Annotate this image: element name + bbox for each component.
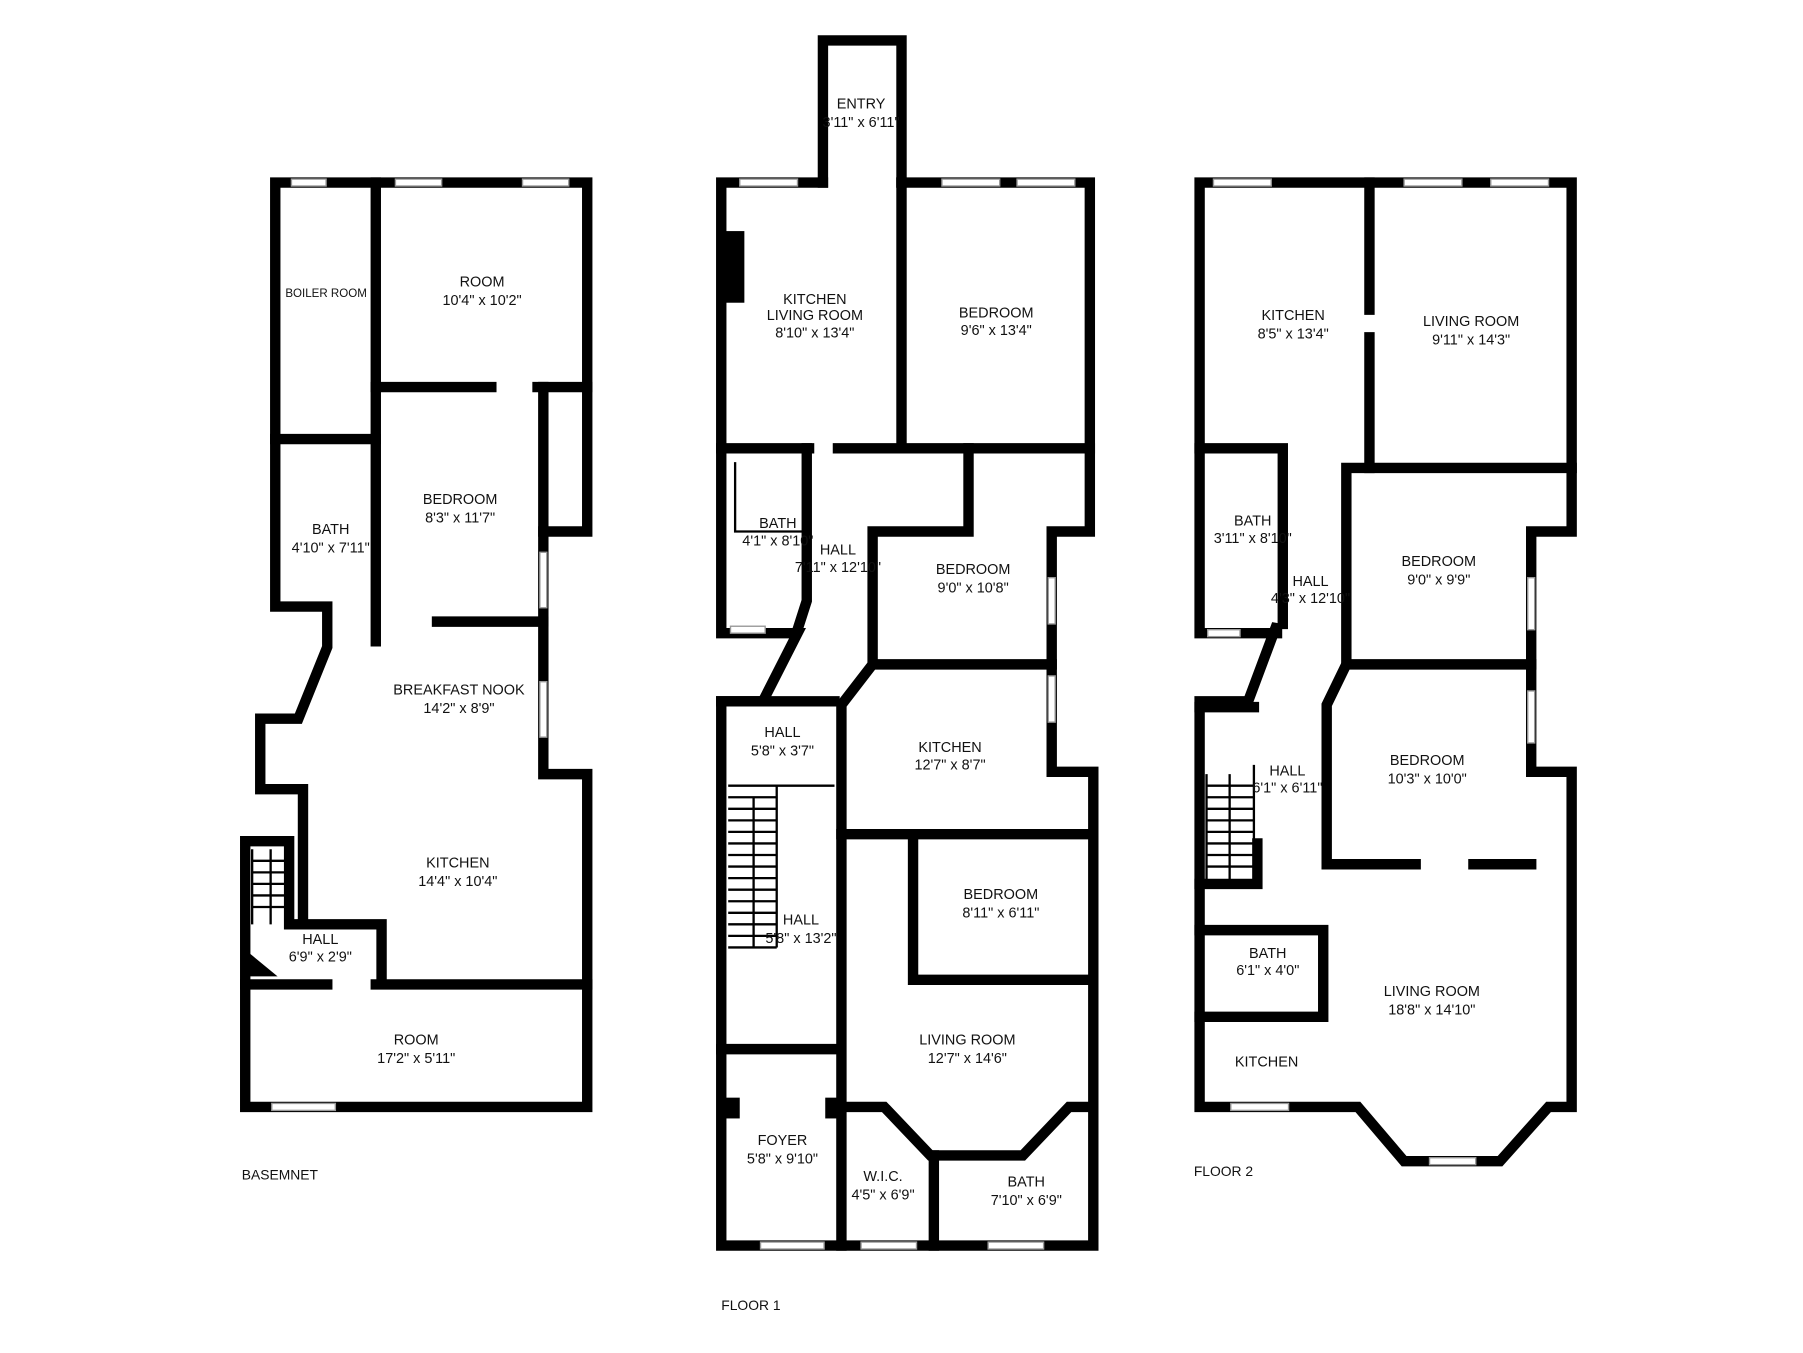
room-name: BEDROOM [423,492,498,508]
room-dims: 5'8" x 13'2" [765,931,836,947]
room-name: LIVING ROOM [1423,314,1519,330]
room-name: HALL [820,543,856,559]
room-name: BATH [759,516,796,532]
room-dims: 4'10" x 7'11" [292,540,370,556]
room-dims: 9'11" x 14'3" [1432,332,1510,348]
room-dims: 9'0" x 9'9" [1407,573,1470,589]
room-name: BEDROOM [1401,554,1476,570]
room-name: ROOM [460,275,505,291]
room-dims: 3'11" x 8'10" [1214,531,1292,547]
room-dims: 9'6" x 13'4" [961,323,1032,339]
room-dims: 7'10" x 6'9" [991,1193,1062,1209]
room-name: ROOM [394,1033,439,1049]
room-name: BEDROOM [936,562,1011,578]
room-dims: 6'9" x 2'9" [289,949,352,965]
room-dims: 9'0" x 10'8" [938,581,1009,597]
room-dims: 10'4" x 10'2" [442,293,521,309]
room-name: KITCHEN [426,856,489,872]
room-dims: 12'7" x 8'7" [914,758,985,774]
room-name: BATH [1249,946,1286,962]
room-name: LIVING ROOM [1384,984,1480,1000]
room-name: LIVING ROOM [767,308,863,324]
room-name: KITCHEN [1262,308,1325,324]
room-dims: 8'11" x 6'11" [962,905,1039,921]
room-name: BATH [1234,514,1271,530]
basement-plan [240,177,593,1113]
room-name: FOYER [758,1133,808,1149]
room-name: BEDROOM [1390,753,1465,769]
floor2-plan [1194,177,1577,1167]
room-name: KITCHEN [783,292,846,308]
room-dims: 8'10" x 13'4" [775,325,854,341]
room-name: HALL [1292,574,1328,590]
room-dims: 5'8" x 9'10" [747,1152,818,1168]
room-dims: 10'3" x 10'0" [1388,771,1467,787]
room-dims: 8'5" x 13'4" [1258,327,1329,343]
room-dims: 6'1" x 4'0" [1236,963,1299,979]
room-dims: 5'8" x 3'7" [751,744,814,760]
floor-title-floor1: FLOOR 1 [721,1297,781,1313]
room-name: HALL [1269,763,1305,779]
room-dims: 12'7" x 14'6" [928,1051,1007,1067]
room-name: BREAKFAST NOOK [393,682,525,698]
room-dims: 18'8" x 14'10" [1388,1002,1475,1018]
room-name: LIVING ROOM [919,1033,1015,1049]
room-name: W.I.C. [863,1169,902,1185]
room-dims: 14'4" x 10'4" [418,874,497,890]
floor1-plan [716,35,1099,1251]
room-name: ENTRY [837,97,886,113]
room-dims: 17'2" x 5'11" [377,1051,455,1067]
room-name: KITCHEN [1235,1054,1298,1070]
room-dims: 4'5" x 6'9" [851,1187,914,1203]
room-name: HALL [302,932,338,948]
room-dims: 14'2" x 8'9" [423,701,494,717]
floor-title-floor2: FLOOR 2 [1194,1163,1254,1179]
room-dims: 4'3" x 12'10" [1271,591,1350,607]
room-name: BEDROOM [959,306,1034,322]
floor-title-basement: BASEMNET [242,1167,319,1183]
room-dims: 3'11" x 6'11" [823,115,900,131]
room-name: KITCHEN [918,740,981,756]
room-dims: 6'1" x 6'11" [1252,781,1322,797]
room-name: BEDROOM [964,887,1039,903]
room-dims: 8'3" x 11'7" [425,510,495,526]
room-name: HALL [783,912,819,928]
room-dims: 7'11" x 12'10" [795,560,881,576]
room-name: BOILER ROOM [285,288,366,300]
room-name: HALL [764,725,800,741]
room-name: BATH [312,522,349,538]
room-dims: 4'1" x 8'10" [742,533,813,549]
room-name: BATH [1008,1175,1045,1191]
